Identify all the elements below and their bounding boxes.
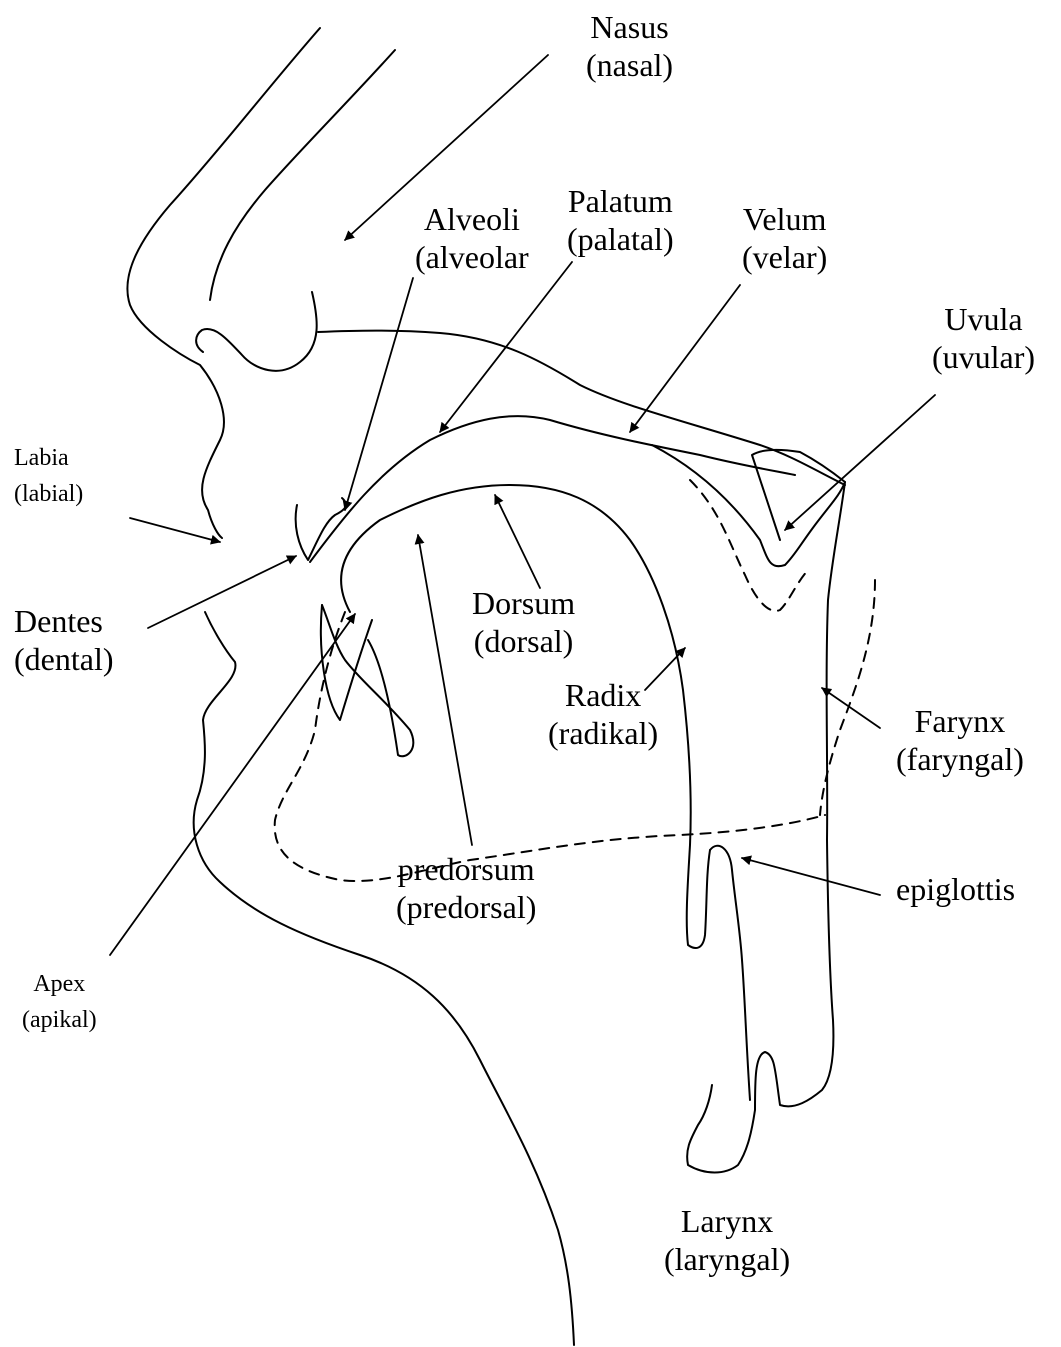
lips-and-chin (194, 612, 574, 1345)
label-larynx-name: Larynx (664, 1202, 790, 1240)
label-farynx-name: Farynx (896, 702, 1024, 740)
label-larynx-term: (laryngal) (664, 1240, 790, 1278)
label-velum: Velum (velar) (742, 200, 827, 277)
arrow-farynx (822, 688, 880, 728)
label-uvula-term: (uvular) (932, 338, 1035, 376)
nose-bridge-outer (127, 28, 320, 538)
label-nasus: Nasus (nasal) (586, 8, 673, 85)
label-nasus-name: Nasus (586, 8, 673, 46)
label-apex: Apex (apikal) (22, 966, 97, 1038)
arrow-dorsum (495, 495, 540, 588)
label-labia-name: Labia (14, 440, 83, 476)
velum-lowered (690, 480, 808, 611)
label-alveoli: Alveoli (alveolar (415, 200, 529, 277)
upper-incisor (296, 498, 346, 560)
epiglottis-shape (710, 846, 750, 1100)
arrow-alveoli (345, 278, 413, 510)
velum (652, 445, 845, 566)
label-radix-term: (radikal) (548, 714, 658, 752)
label-radix-name: Radix (548, 676, 658, 714)
label-alveoli-term: (alveolar (415, 238, 529, 276)
label-velum-term: (velar) (742, 238, 827, 276)
lower-lip-sublingual (322, 605, 413, 756)
label-palatum: Palatum (palatal) (567, 182, 674, 259)
label-apex-term: (apikal) (22, 1002, 97, 1038)
arrow-palatum (440, 262, 572, 432)
arrow-labia (130, 518, 220, 542)
label-dentes-term: (dental) (14, 640, 114, 678)
arrow-dentes (148, 556, 296, 628)
arrow-apex (110, 614, 355, 955)
label-labia: Labia (labial) (14, 440, 83, 512)
label-labia-term: (labial) (14, 476, 83, 512)
label-predorsum-term: (predorsal) (396, 888, 536, 926)
label-palatum-name: Palatum (567, 182, 674, 220)
label-dentes: Dentes (dental) (14, 602, 114, 679)
label-epiglottis-name: epiglottis (896, 870, 1015, 908)
label-farynx-term: (faryngal) (896, 740, 1024, 778)
label-larynx: Larynx (laryngal) (664, 1202, 790, 1279)
label-palatum-term: (palatal) (567, 220, 674, 258)
label-alveoli-name: Alveoli (415, 200, 529, 238)
label-predorsum: predorsum (predorsal) (396, 850, 536, 927)
nasal-floor (318, 331, 845, 485)
nostril (196, 292, 317, 371)
pointer-arrows (110, 55, 935, 955)
arrow-velum (630, 285, 740, 432)
label-epiglottis: epiglottis (896, 870, 1015, 908)
label-apex-name: Apex (22, 966, 97, 1002)
arrow-predorsum (418, 535, 472, 845)
label-farynx: Farynx (faryngal) (896, 702, 1024, 779)
label-dorsum-term: (dorsal) (472, 622, 575, 660)
label-uvula-name: Uvula (932, 300, 1035, 338)
arrow-uvula (785, 395, 935, 530)
label-nasus-term: (nasal) (586, 46, 673, 84)
label-dorsum: Dorsum (dorsal) (472, 584, 575, 661)
label-velum-name: Velum (742, 200, 827, 238)
label-predorsum-name: predorsum (396, 850, 536, 888)
label-dentes-name: Dentes (14, 602, 114, 640)
pharynx-wall (687, 482, 845, 1173)
label-radix: Radix (radikal) (548, 676, 658, 753)
nose-bridge-inner (210, 50, 395, 300)
label-dorsum-name: Dorsum (472, 584, 575, 622)
label-uvula: Uvula (uvular) (932, 300, 1035, 377)
arrow-epiglottis (742, 858, 880, 895)
